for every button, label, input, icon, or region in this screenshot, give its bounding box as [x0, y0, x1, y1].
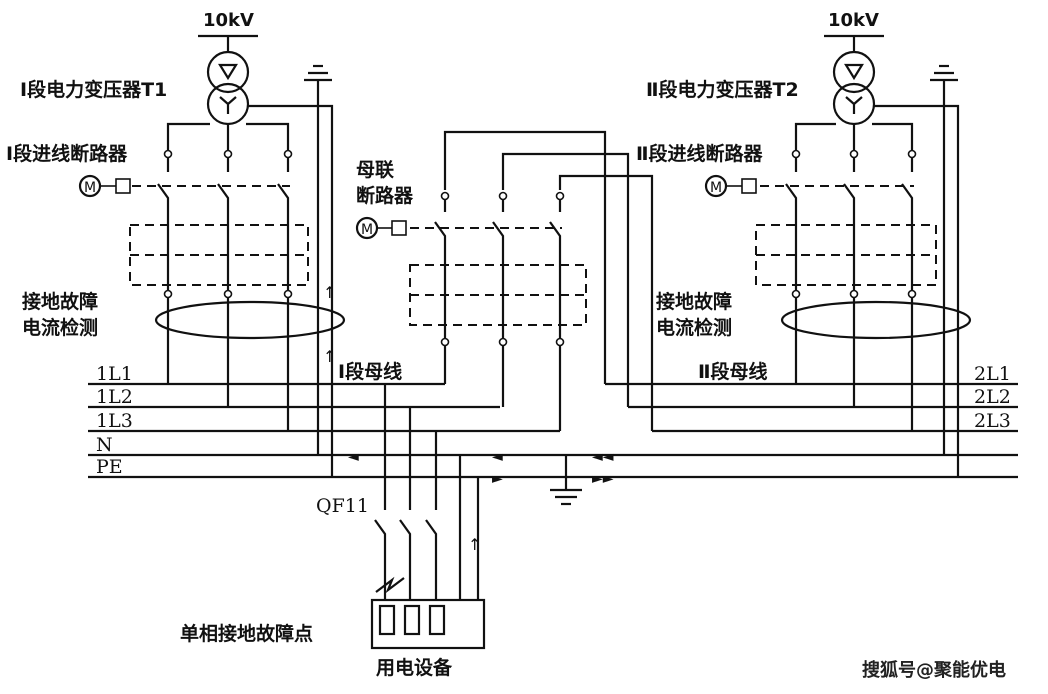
system-ground-icon	[550, 455, 582, 506]
qf11-label: QF11	[316, 495, 369, 517]
t1-outputs	[166, 122, 290, 150]
breaker-2-terminal-a	[791, 149, 801, 159]
pe-arrow-right-2: ►►	[592, 471, 614, 487]
breaker-2-poles	[794, 220, 914, 290]
load-resistor-b	[403, 604, 421, 636]
breaker-2-bus-feeds	[794, 298, 914, 431]
breaker-2-contacts	[785, 158, 914, 220]
t2-wye-symbol	[845, 96, 863, 114]
load-resistor-c	[428, 604, 446, 636]
t1-wye-symbol	[219, 96, 237, 114]
feeder-phase-lines	[383, 384, 438, 500]
breaker-2-terminal-b	[849, 149, 859, 159]
motor-tie-coupling	[391, 220, 407, 236]
tie-link-L3	[558, 174, 654, 431]
watermark: 搜狐号@聚能优电	[862, 659, 1006, 681]
breaker-2-out-a	[791, 289, 801, 299]
bus-label-PE: PE	[96, 456, 123, 478]
tie-bus-feeds	[443, 346, 562, 431]
transformer-t2: 10kV Ⅱ段电力变压器T2	[646, 10, 960, 477]
t2-primary-winding	[832, 50, 876, 94]
bus-label-N: N	[96, 434, 113, 456]
fault-point-label: 单相接地故障点	[180, 622, 313, 645]
bus-label-2L3: 2L3	[974, 410, 1011, 432]
tie-breaker-label-line2: 断路器	[356, 184, 414, 207]
tie-terminal-c	[555, 191, 565, 201]
ct-2-sensor	[780, 300, 972, 340]
tie-contacts	[434, 200, 562, 262]
ct-1-label-line2: 电流检测	[22, 316, 98, 339]
breaker-1-label: Ⅰ段进线断路器	[6, 142, 128, 165]
ct-2-label-line2: 电流检测	[656, 316, 732, 339]
motor-2-coupling	[741, 178, 757, 194]
t2-label: Ⅱ段电力变压器T2	[646, 78, 799, 101]
tie-terminal-b	[498, 191, 508, 201]
t1-delta-symbol	[218, 63, 238, 81]
t1-flow-arrow-2: ↑	[323, 347, 336, 366]
breaker-1: M	[78, 149, 309, 431]
bus-label-1L2: 1L2	[96, 386, 133, 408]
pe-arrow-right-1: ►	[492, 471, 503, 487]
motor-tie-label: M	[361, 222, 373, 238]
tie-link-L2	[501, 152, 630, 407]
breaker-1-terminal-c	[283, 149, 293, 159]
breaker-1-out-c	[283, 289, 293, 299]
tie-breaker-label-line1: 母联	[356, 159, 394, 181]
breaker-2-terminal-c	[907, 149, 917, 159]
t1-neutral-line	[248, 104, 334, 477]
load-resistor-a	[378, 604, 396, 636]
t1-voltage-label: 10kV	[203, 10, 254, 31]
t1-label: Ⅰ段电力变压器T1	[20, 78, 167, 101]
t2-outputs	[794, 122, 914, 150]
breaker-1-bus-feeds	[166, 298, 290, 431]
breaker-2-out-b	[849, 289, 859, 299]
tie-poles	[443, 262, 562, 338]
motor-2-label: M	[710, 180, 722, 196]
breaker-1-out-a	[163, 289, 173, 299]
bus-section-2-label: Ⅱ段母线	[698, 360, 768, 383]
breaker-2: M	[704, 149, 937, 431]
bus-bars	[88, 382, 1018, 479]
equipment-box	[370, 598, 486, 650]
breaker-1-terminal-b	[223, 149, 233, 159]
t2-delta-symbol	[844, 63, 864, 81]
motor-1-coupling	[115, 178, 131, 194]
n-arrow-left-1: ◄	[348, 449, 359, 465]
tie-link-L1	[443, 130, 607, 384]
tie-out-c	[555, 337, 565, 347]
qf11-contacts	[374, 500, 438, 600]
motor-1-label: M	[84, 180, 96, 196]
tie-out-a	[440, 337, 450, 347]
ct-2-label-line1: 接地故障	[656, 290, 732, 313]
fault-point-icon	[375, 576, 405, 594]
bus-label-2L1: 2L1	[974, 363, 1011, 385]
t1-flow-arrow-1: ↑	[323, 283, 336, 302]
n-arrow-left-3: ◄◄	[592, 449, 614, 465]
equipment-label: 用电设备	[376, 656, 453, 679]
tie-out-b	[498, 337, 508, 347]
feeder-pe-arrow: ↑	[468, 535, 481, 554]
t2-neutral-line	[874, 104, 960, 477]
breaker-1-out-b	[223, 289, 233, 299]
breaker-1-poles	[166, 220, 290, 290]
tie-breaker: M	[355, 130, 654, 431]
bus-label-1L1: 1L1	[96, 363, 133, 385]
n-arrow-left-2: ◄	[492, 449, 503, 465]
transformer-t1: 10kV Ⅰ段电力变压器T1 ↑ ↑	[20, 10, 336, 477]
breaker-2-out-c	[907, 289, 917, 299]
load-feeder: ↑ QF11	[316, 384, 486, 650]
bus-label-1L3: 1L3	[96, 410, 133, 432]
bus-section-1-label: Ⅰ段母线	[338, 360, 402, 383]
tie-terminal-a	[440, 191, 450, 201]
breaker-2-label: Ⅱ段进线断路器	[636, 142, 764, 165]
ct-1-sensor	[154, 300, 346, 340]
bus-label-2L2: 2L2	[974, 386, 1011, 408]
t1-primary-winding	[206, 50, 250, 94]
ct-1-label-line1: 接地故障	[22, 290, 98, 313]
breaker-1-contacts	[157, 158, 290, 220]
breaker-1-terminal-a	[163, 149, 173, 159]
t2-voltage-label: 10kV	[828, 10, 879, 31]
